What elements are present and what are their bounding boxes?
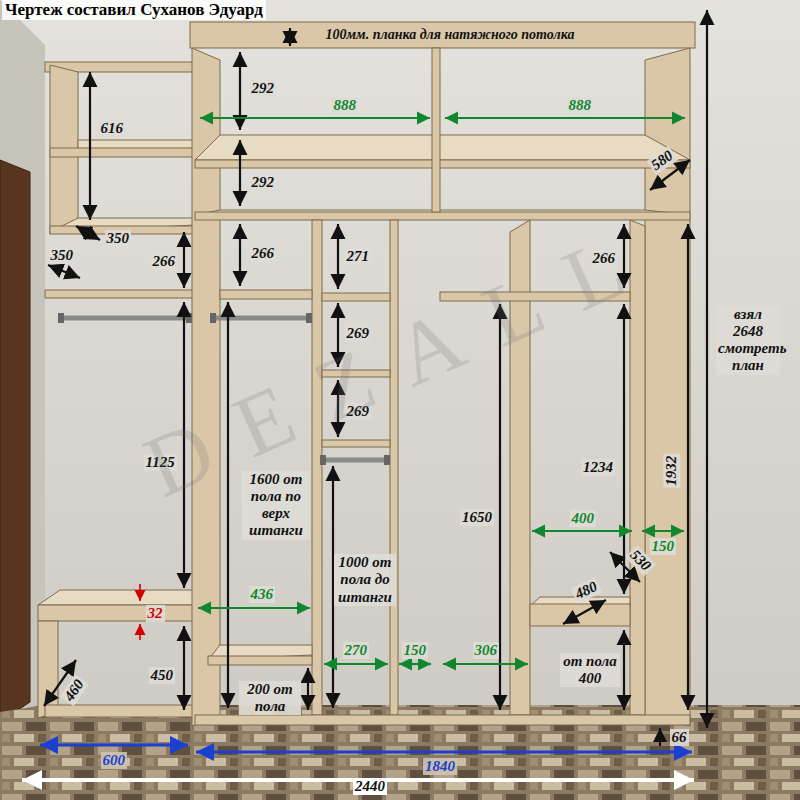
dimension-label: 270 <box>343 642 370 659</box>
dimension-label: 600 <box>101 752 128 769</box>
dimension-label: 888 <box>332 97 359 114</box>
dimension-label: 400 <box>570 510 597 527</box>
dimension-label: 436 <box>249 586 276 603</box>
dimension-label: 150 <box>402 642 429 659</box>
dimension-label: 1650 <box>460 509 494 526</box>
dimension-note: 1600 от пола по верх штанги <box>242 471 310 540</box>
dimension-label: 616 <box>99 120 126 137</box>
dimension-label: 266 <box>591 250 618 267</box>
dimension-label: 269 <box>345 403 372 420</box>
dimension-label: 1234 <box>581 459 615 476</box>
dimension-label: 350 <box>105 230 132 247</box>
dimension-label: 66 <box>670 729 689 746</box>
dimension-label: 450 <box>149 667 176 684</box>
dimension-label: 888 <box>567 97 594 114</box>
dimension-label: 32 <box>146 605 165 622</box>
dimension-note: 1000 от пола до штанги <box>334 554 396 606</box>
dimension-label: 1840 <box>423 758 457 775</box>
dimension-label: 1932 <box>663 453 680 487</box>
dimension-label: 306 <box>473 642 500 659</box>
dimension-note: от пола 400 <box>560 653 620 688</box>
dimension-label: 269 <box>345 325 372 342</box>
dimension-label: 100мм. планка для натяжного потолка <box>324 27 577 43</box>
dimension-label: 292 <box>250 80 277 97</box>
dimension-label: 350 <box>49 247 76 264</box>
dimension-label: 266 <box>151 253 178 270</box>
dimension-label: 150 <box>650 538 677 555</box>
dimension-label: 1125 <box>144 454 177 471</box>
dimension-label: 292 <box>250 174 277 191</box>
dimension-label: 266 <box>250 245 277 262</box>
dimension-note: взял 2648 смотреть план <box>716 306 780 375</box>
dimension-label: 271 <box>345 248 372 265</box>
drawing-title: Чертеж составил Суханов Эдуард <box>2 0 266 20</box>
dimension-label: 2440 <box>353 778 387 795</box>
dimension-note: 200 от пола <box>239 681 301 716</box>
